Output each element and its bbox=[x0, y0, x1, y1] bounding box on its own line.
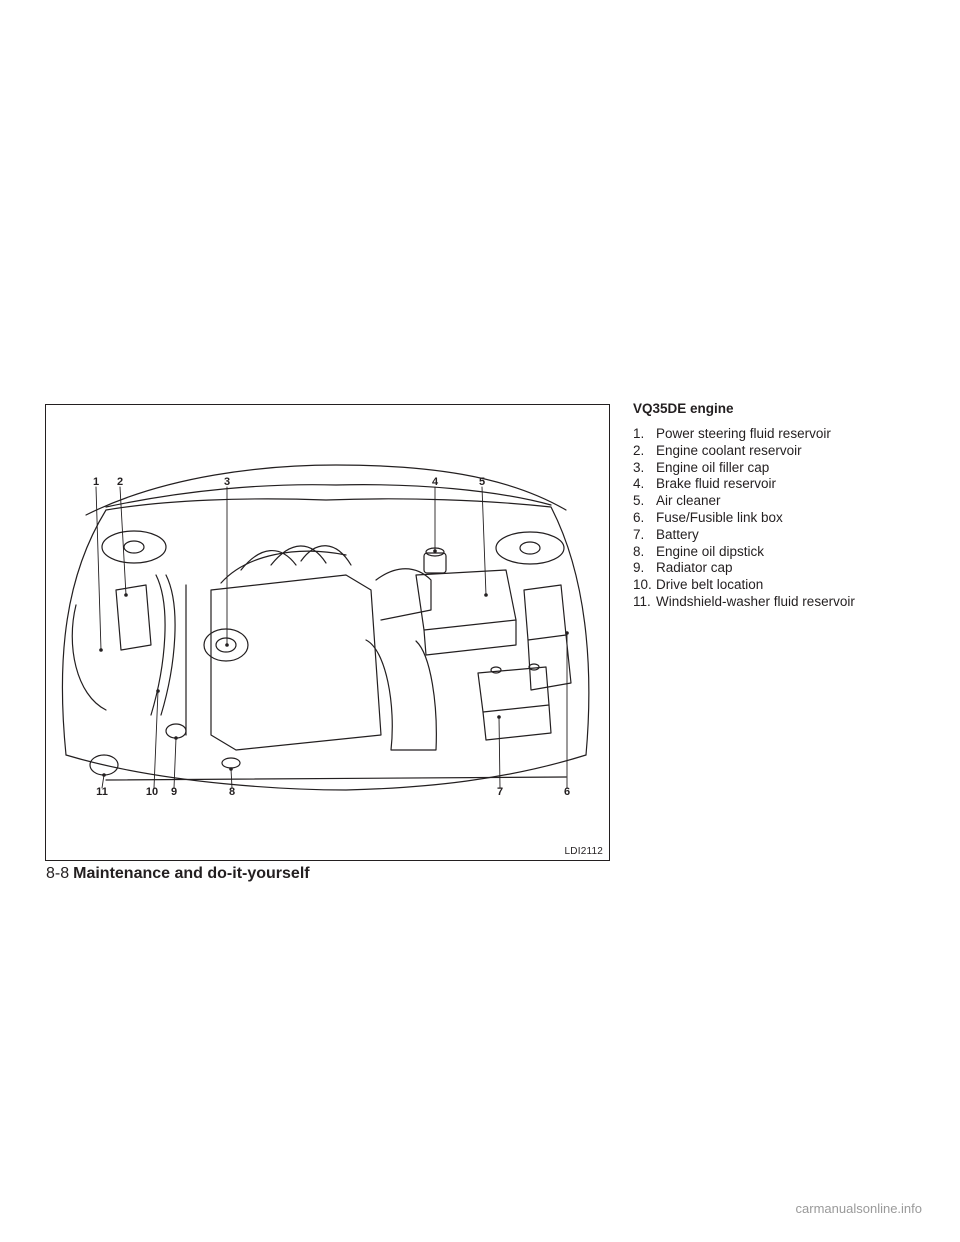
legend-item: 9. Radiator cap bbox=[633, 560, 933, 577]
legend-item-number: 9. bbox=[633, 560, 645, 576]
legend-item-number: 5. bbox=[633, 493, 645, 509]
legend-item: 3. Engine oil filler cap bbox=[633, 460, 933, 477]
callout-9: 9 bbox=[170, 786, 178, 798]
callout-4: 4 bbox=[431, 476, 439, 488]
legend-item-text: Radiator cap bbox=[656, 560, 733, 576]
callout-11: 11 bbox=[96, 786, 108, 798]
legend-item-number: 7. bbox=[633, 526, 645, 542]
component-legend: VQ35DE engine 1. Power steering fluid res… bbox=[633, 401, 933, 611]
callout-2: 2 bbox=[116, 476, 124, 488]
legend-item-text: Engine oil filler cap bbox=[656, 459, 770, 475]
legend-item-text: Brake fluid reservoir bbox=[656, 476, 777, 492]
callout-8: 8 bbox=[228, 786, 236, 798]
legend-item-number: 10. bbox=[633, 577, 652, 593]
legend-item-text: Windshield-washer fluid reservoir bbox=[656, 593, 855, 609]
legend-item: 4. Brake fluid reservoir bbox=[633, 476, 933, 493]
legend-item: 1. Power steering fluid reservoir bbox=[633, 426, 933, 443]
legend-item: 2. Engine coolant reservoir bbox=[633, 443, 933, 460]
legend-item-number: 2. bbox=[633, 442, 645, 458]
legend-item-number: 8. bbox=[633, 543, 645, 559]
engine-compartment-figure: 1 2 3 4 5 6 7 8 9 10 11 LDI2112 bbox=[45, 404, 610, 861]
legend-item-number: 11. bbox=[633, 593, 651, 609]
legend-item-text: Air cleaner bbox=[656, 493, 721, 509]
legend-item-text: Engine oil dipstick bbox=[656, 543, 765, 559]
section-title: Maintenance and do-it-yourself bbox=[73, 865, 310, 882]
engine-illustration bbox=[61, 464, 590, 791]
callout-3: 3 bbox=[223, 476, 231, 488]
callout-1: 1 bbox=[92, 476, 100, 488]
legend-item-text: Power steering fluid reservoir bbox=[656, 426, 831, 441]
legend-item: 10.Drive belt location bbox=[633, 577, 933, 594]
figure-code: LDI2112 bbox=[564, 846, 603, 857]
callout-7: 7 bbox=[496, 786, 504, 798]
legend-item-text: Engine coolant reservoir bbox=[656, 442, 802, 458]
legend-item-number: 1. bbox=[633, 426, 645, 441]
legend-list: 1. Power steering fluid reservoir 2. Engin… bbox=[633, 426, 933, 611]
legend-item-text: Fuse/Fusible link box bbox=[656, 509, 783, 525]
callout-5: 5 bbox=[478, 476, 486, 488]
callout-6: 6 bbox=[563, 786, 571, 798]
legend-item: 6. Fuse/Fusible link box bbox=[633, 510, 933, 527]
legend-item: 11. Windshield-washer fluid reservoir bbox=[633, 594, 933, 611]
legend-item-number: 6. bbox=[633, 509, 645, 525]
legend-title: VQ35DE engine bbox=[633, 401, 734, 416]
callout-10: 10 bbox=[145, 786, 159, 798]
legend-item-text: Drive belt location bbox=[656, 577, 764, 593]
legend-item-number: 3. bbox=[633, 459, 645, 475]
legend-item: 5. Air cleaner bbox=[633, 493, 933, 510]
legend-item: 7. Battery bbox=[633, 527, 933, 544]
watermark: carmanualsonline.info bbox=[795, 1201, 922, 1216]
page-number: 8-8 bbox=[46, 865, 70, 882]
legend-item: 8. Engine oil dipstick bbox=[633, 544, 933, 561]
legend-item-number: 4. bbox=[633, 476, 645, 492]
legend-item-text: Battery bbox=[656, 526, 699, 542]
